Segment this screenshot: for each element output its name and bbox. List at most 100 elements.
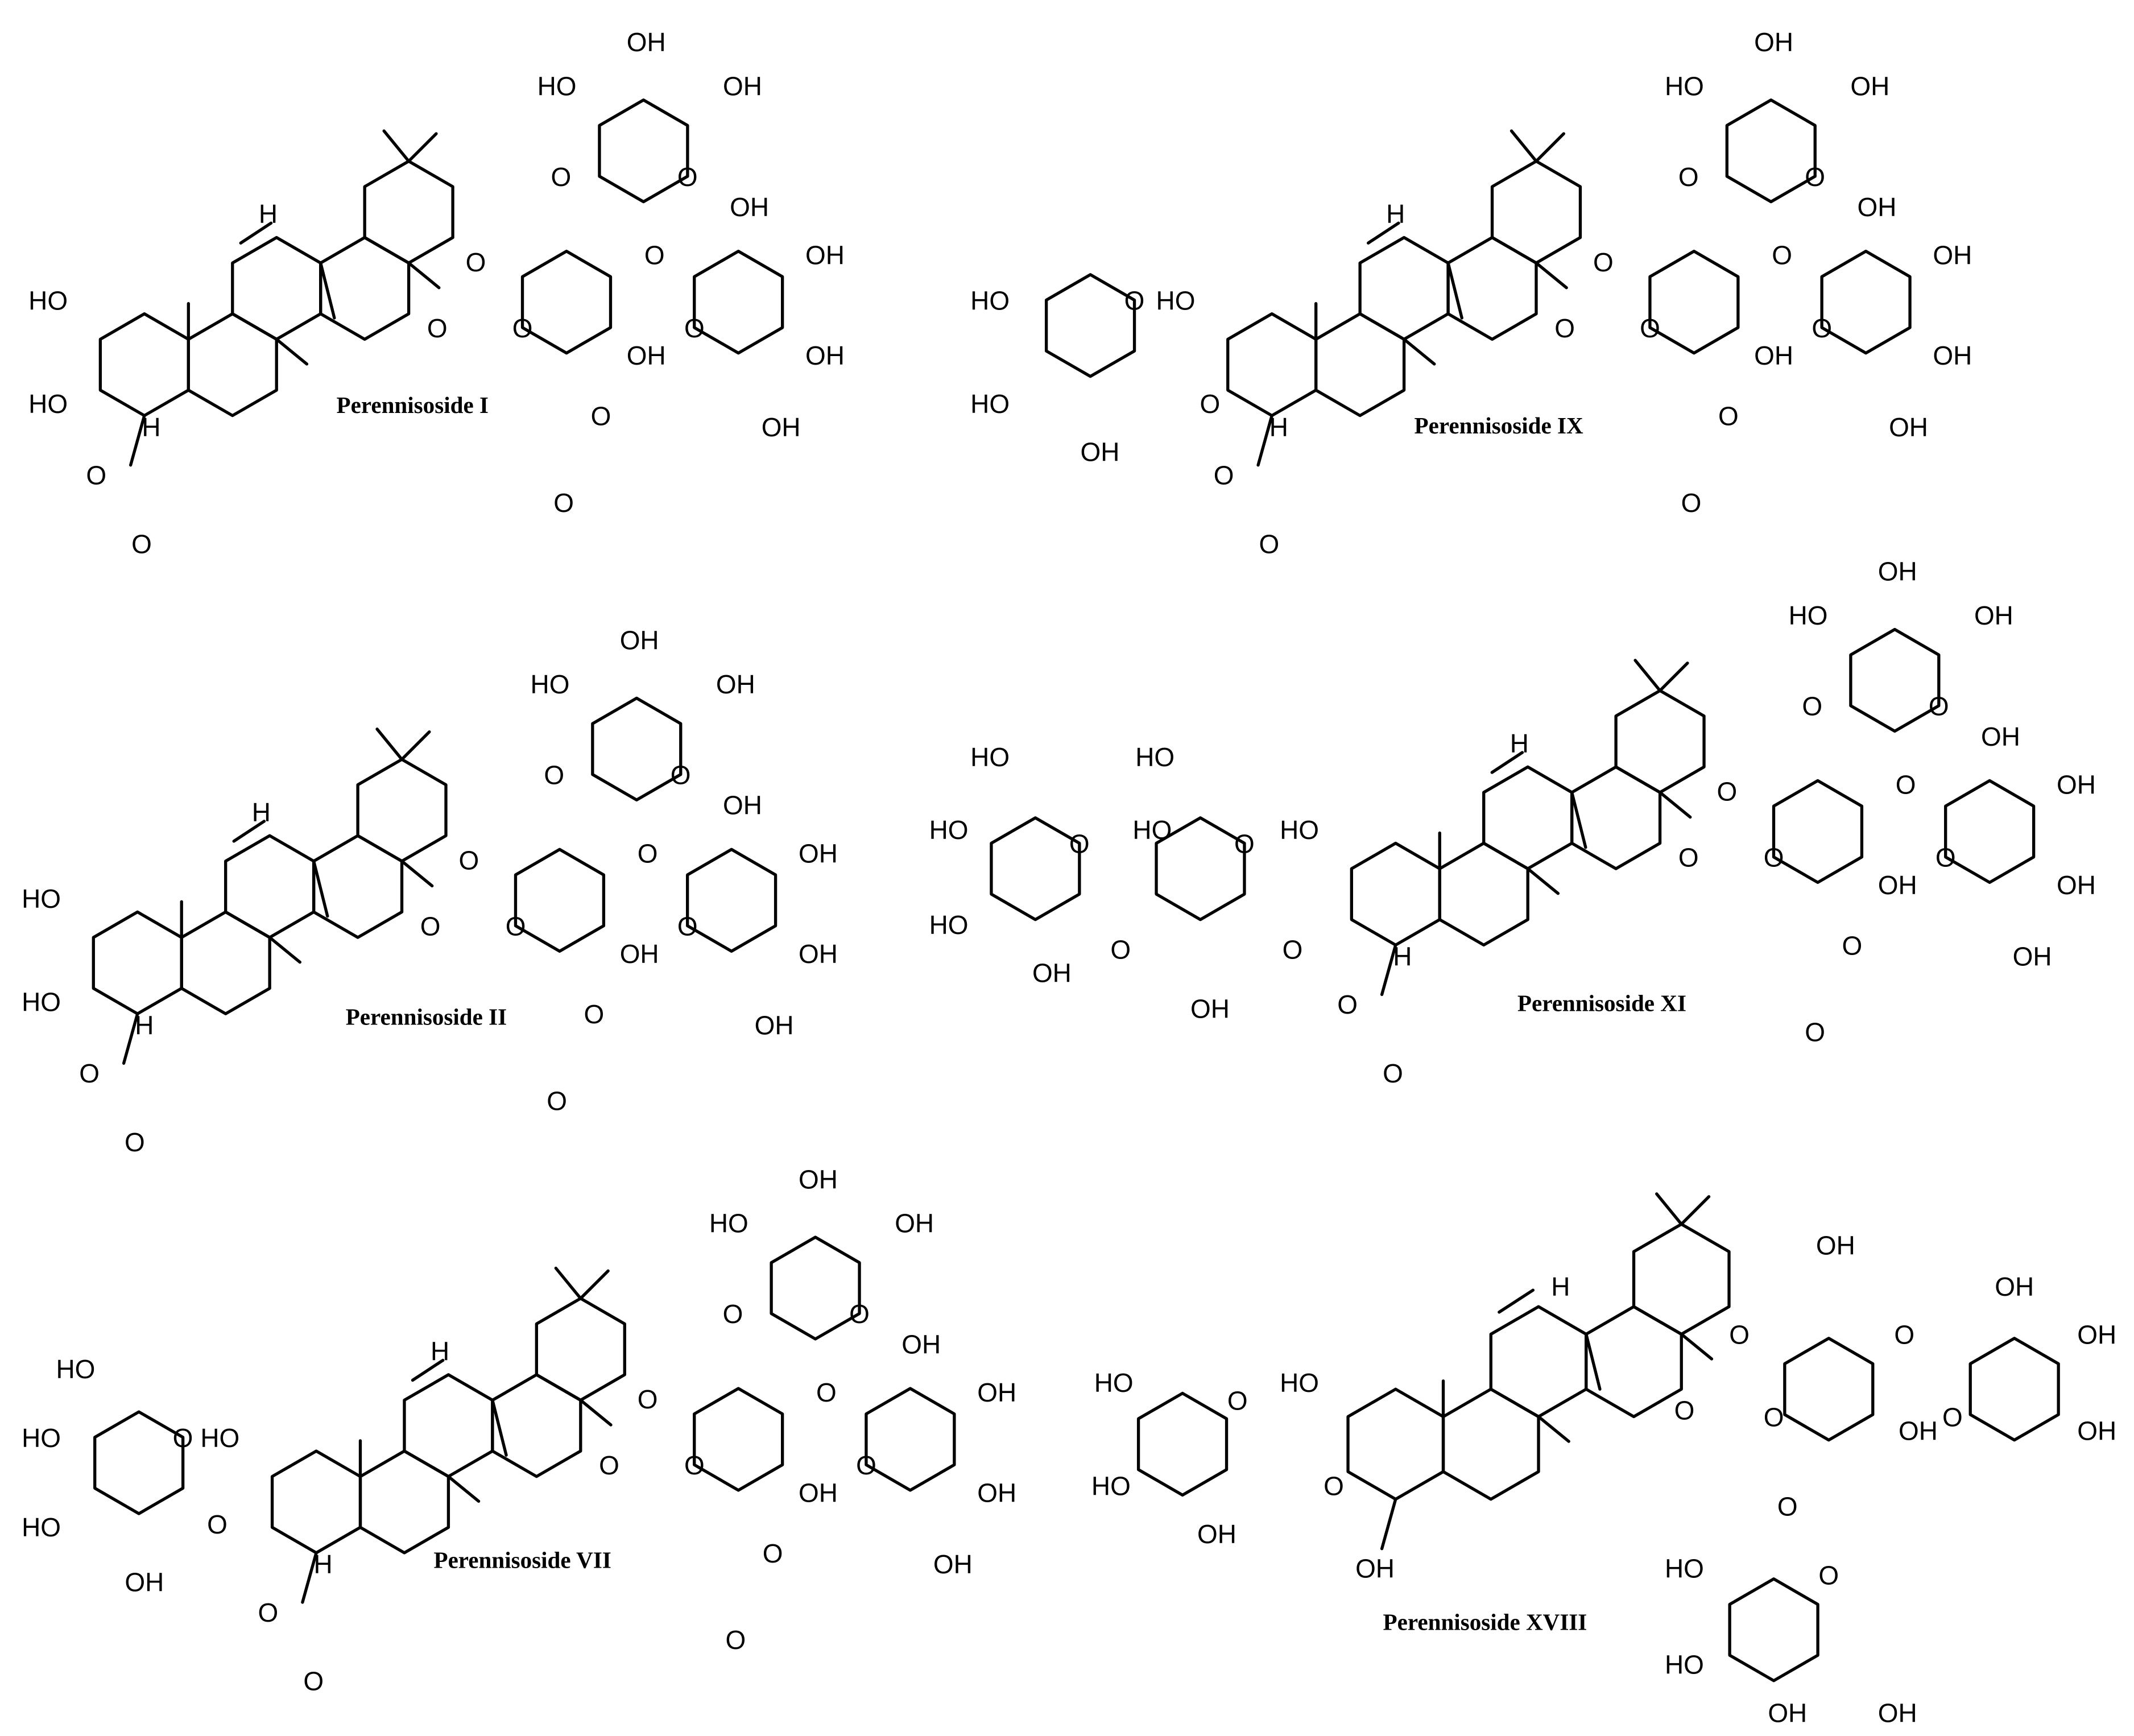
sugar-ring — [520, 250, 613, 355]
sugar-ring — [1783, 1337, 1875, 1442]
triterpene-ring-B — [358, 1449, 450, 1555]
atom-label: O — [1110, 935, 1131, 965]
triterpene-ring-E — [356, 758, 448, 863]
atom-label: O — [677, 911, 698, 941]
atom-label: O — [1383, 1059, 1403, 1088]
atom-label: OH — [901, 1329, 941, 1359]
methyl-bond — [1658, 662, 1689, 692]
sugar-ring — [1968, 1337, 2060, 1442]
methyl-bond — [1633, 659, 1662, 692]
compound-1: HOHOHOOHOOOOHOOHOHOOOHOOOHOHOHOOHPerenni… — [28, 27, 845, 559]
ester-bond — [1658, 791, 1692, 819]
atom-label: HO — [929, 910, 969, 940]
atom-label: OH — [1754, 341, 1793, 370]
sugar-ring — [770, 1235, 861, 1341]
atom-label: O — [86, 461, 106, 490]
atom-label: HO — [970, 286, 1010, 315]
atom-label: HO — [537, 71, 577, 101]
methyl-bond — [382, 129, 411, 163]
atom-label: OH — [1355, 1553, 1395, 1583]
triterpene-ring-D — [312, 834, 404, 939]
atom-label: O — [591, 402, 611, 431]
compound-name: Perennisoside XI — [1517, 990, 1686, 1016]
atom-label: O — [1283, 935, 1303, 965]
atom-label: OH — [2013, 942, 2052, 972]
ch2-bond — [1380, 943, 1397, 997]
sugar-ring — [1155, 816, 1246, 921]
atom-label: OH — [723, 71, 762, 101]
ch2-bond — [129, 414, 146, 467]
atom-label: OH — [1899, 1416, 1938, 1446]
sugar-ring — [93, 1410, 185, 1515]
atom-label: OH — [1933, 241, 1972, 270]
atom-label: O — [849, 1299, 870, 1329]
atom-label: HO — [28, 286, 68, 315]
atom-label: O — [638, 1384, 658, 1414]
atom-label: OH — [1754, 27, 1793, 57]
atom-label: H — [431, 1336, 449, 1366]
triterpene-ring-B — [1314, 312, 1406, 418]
atom-label: H — [252, 797, 271, 827]
atom-label: O — [553, 488, 574, 518]
atom-label: OH — [1995, 1272, 2034, 1301]
sugar-ring — [990, 816, 1081, 921]
atom-label: OH — [620, 626, 659, 655]
atom-label: O — [427, 313, 448, 343]
atom-label: HO — [1789, 601, 1828, 630]
sugar-ring — [1849, 627, 1941, 733]
atom-label: OH — [627, 27, 666, 57]
atom-label: OH — [125, 1568, 164, 1597]
triterpene-ring-C — [231, 235, 322, 341]
atom-label: O — [512, 313, 533, 343]
atom-label: O — [1234, 829, 1255, 858]
atom-label: HO — [22, 884, 61, 914]
atom-label: HO — [1665, 71, 1704, 101]
atom-label: O — [258, 1598, 279, 1627]
atom-label: H — [259, 199, 278, 229]
atom-label: O — [763, 1539, 783, 1568]
triterpene-ring-A — [92, 910, 183, 1015]
atom-label: O — [677, 162, 698, 192]
atom-label: O — [1764, 1403, 1784, 1432]
atom-label: O — [1554, 313, 1575, 343]
atom-label: OH — [799, 1478, 838, 1507]
sugar-ring — [693, 1387, 784, 1492]
triterpene-ring-B — [1438, 841, 1529, 947]
triterpene-ring-D — [491, 1373, 582, 1478]
atom-label: O — [684, 313, 705, 343]
atom-label: OH — [627, 341, 666, 370]
triterpene-ring-C — [224, 834, 316, 939]
compound-name: Perennisoside IX — [1415, 412, 1583, 439]
atom-label: OH — [1768, 1698, 1807, 1727]
atom-label: O — [1802, 692, 1822, 721]
atom-label: O — [79, 1059, 100, 1088]
atom-label: O — [131, 529, 152, 559]
methyl-bond — [554, 1266, 582, 1300]
atom-label: O — [1942, 1403, 1963, 1432]
compound-name: Perennisoside I — [337, 392, 489, 418]
atom-label: OH — [799, 939, 838, 969]
atom-label: OH — [1816, 1230, 1855, 1260]
atom-label: H — [1269, 412, 1288, 442]
double-bond — [1498, 1288, 1535, 1314]
atom-label: HO — [22, 1512, 61, 1542]
sugar-ring — [591, 696, 683, 801]
atom-label: O — [506, 911, 526, 941]
atom-label: O — [466, 247, 486, 277]
sugar-ring — [1820, 250, 1912, 355]
triterpene-ring-E — [1632, 1222, 1731, 1336]
atom-label: OH — [2077, 1320, 2116, 1349]
atom-label: HO — [1665, 1553, 1704, 1583]
methyl-bond — [312, 859, 329, 918]
atom-label: OH — [1889, 412, 1928, 442]
sugar-ring — [514, 848, 606, 953]
methyl-bond — [275, 337, 309, 366]
triterpene-ring-B — [187, 312, 278, 418]
ester-bond — [1680, 1332, 1714, 1361]
atom-label: O — [303, 1667, 324, 1696]
atom-label: O — [1929, 692, 1949, 721]
methyl-bond — [1526, 867, 1560, 895]
atom-label: OH — [620, 939, 659, 969]
